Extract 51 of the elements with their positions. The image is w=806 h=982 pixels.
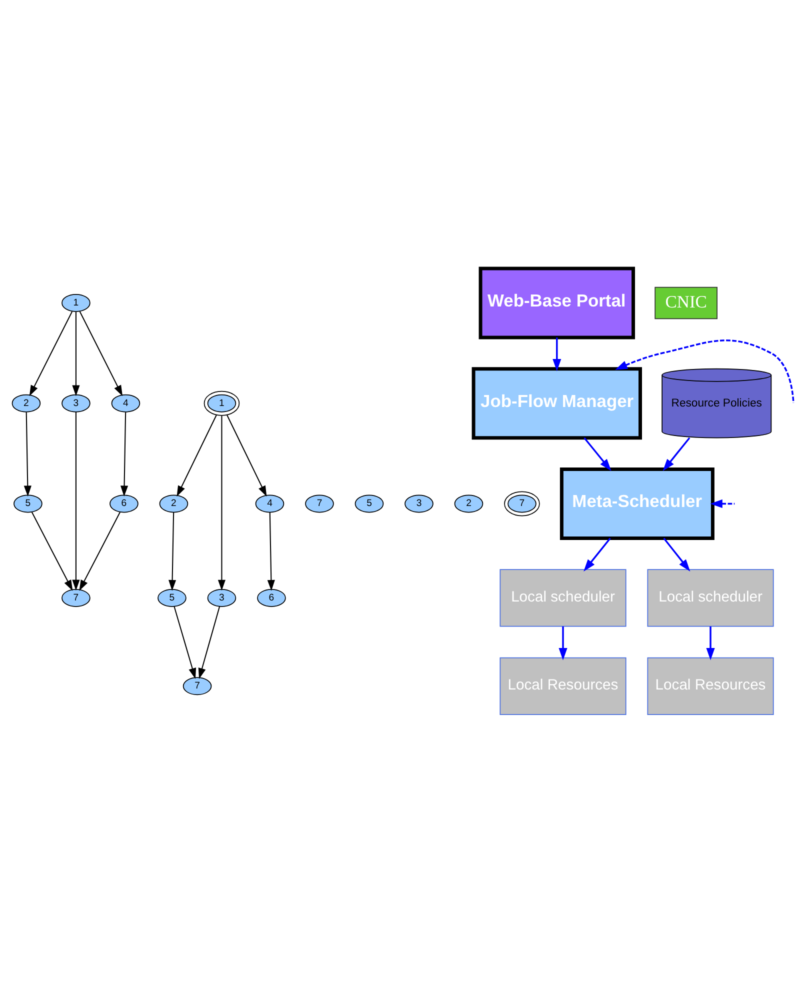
arrow	[584, 436, 612, 471]
node-ellipse: 4	[111, 394, 140, 412]
node-ellipse: 2	[454, 494, 484, 512]
arrow	[72, 412, 80, 590]
arrow	[176, 414, 217, 496]
node-ellipse: 2	[159, 494, 188, 512]
arrow	[31, 511, 73, 590]
label: CNIC	[665, 290, 707, 311]
arrow	[29, 310, 73, 396]
node-ellipse: 2	[12, 394, 41, 412]
node-ellipse: 3	[404, 494, 434, 512]
node-ellipse: 5	[354, 494, 384, 512]
arrow	[24, 412, 32, 496]
arrow	[710, 498, 735, 508]
node-box: Local Resources	[500, 656, 626, 714]
arrow	[198, 606, 220, 679]
arrow	[662, 436, 690, 471]
node-ellipse: 6	[110, 494, 138, 512]
node-ellipse: 7	[305, 494, 334, 512]
node-ellipse: 5	[158, 588, 186, 606]
arrow	[218, 415, 226, 590]
arrow	[552, 337, 562, 371]
arrow	[615, 339, 794, 402]
node-ellipse: 4	[255, 494, 284, 512]
arrow	[120, 412, 128, 496]
arrow	[267, 512, 275, 590]
node-box: Job-Flow Manager	[472, 366, 642, 440]
arrow	[168, 512, 176, 590]
node-ellipse: 3	[207, 588, 236, 606]
node-ellipse: 6	[257, 588, 286, 606]
arrow	[584, 537, 611, 571]
arrow	[72, 311, 80, 396]
node-box: Local Resources	[647, 656, 774, 714]
arrow	[174, 606, 196, 678]
node-ellipse: 3	[62, 394, 90, 412]
node-ellipse: 7	[182, 676, 212, 695]
node-box: Web-Base Portal	[478, 266, 636, 339]
node-ellipse: 5	[14, 494, 42, 512]
node-ellipse: 7	[504, 490, 540, 516]
node-box: Local scheduler	[647, 568, 774, 626]
node-box: Meta-Scheduler	[560, 467, 714, 540]
arrow	[558, 626, 568, 660]
arrow	[226, 414, 267, 496]
arrow	[79, 511, 120, 590]
arrow	[663, 537, 690, 571]
node-box: Local scheduler	[500, 568, 626, 626]
node-ellipse: 7	[62, 588, 90, 606]
node-ellipse: 1	[204, 390, 240, 416]
arrow	[79, 310, 123, 396]
node-ellipse: 1	[62, 293, 90, 312]
arrow	[706, 626, 715, 660]
